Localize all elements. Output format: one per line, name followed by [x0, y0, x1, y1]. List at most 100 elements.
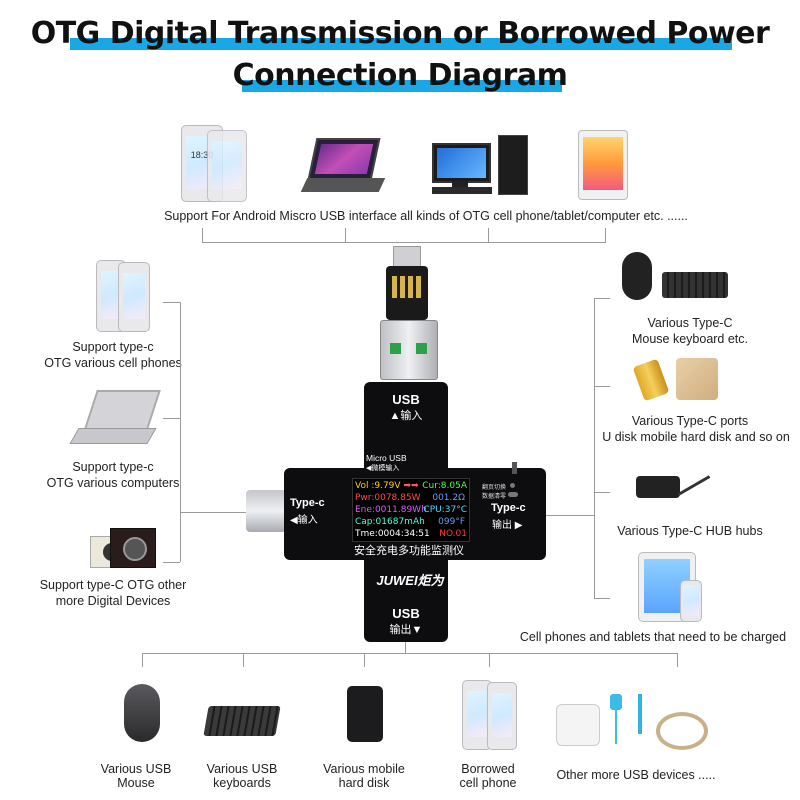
bottom-powerstrip-image — [556, 704, 600, 746]
right-connector-main — [545, 515, 594, 516]
micro-usb-sub: ◀微模输入 — [366, 465, 400, 472]
bottom-other-label: Other more USB devices ..... — [556, 768, 716, 782]
left-phones-label-2: OTG various cell phones — [44, 356, 182, 370]
title-highlight-2 — [242, 80, 562, 92]
right-keyboard-image — [662, 272, 728, 298]
lcd-no: NO.01 — [439, 529, 467, 539]
lcd-tme: Tme:0004:34:51 — [355, 529, 430, 539]
lcd-cap: Cap:01687mAh — [355, 517, 425, 527]
top-connector-v2 — [345, 228, 346, 242]
right-udisk-image — [632, 358, 670, 402]
lcd-vol: Vol :9.79V — [355, 481, 401, 491]
top-connector-v1 — [202, 228, 203, 242]
top-tablet-image — [578, 130, 628, 200]
bottom-disk-label-1: Various mobile — [323, 762, 405, 776]
title-line-2: Connection Diagram — [232, 58, 568, 93]
right-connector-v — [594, 298, 595, 598]
top-phone-time: 18:30 — [190, 150, 214, 160]
top-connector-h — [202, 242, 606, 243]
left-other-label-2: more Digital Devices — [55, 594, 171, 608]
meter-cn-caption: 安全充电多功能监测仪 — [354, 545, 464, 557]
left-connector-h3 — [163, 562, 180, 563]
left-camera-image — [90, 528, 156, 570]
left-computers-label-1: Support type-c — [72, 460, 154, 474]
top-connector-v3 — [488, 228, 489, 242]
right-phone-image — [680, 580, 702, 622]
left-phones-label-1: Support type-c — [72, 340, 154, 354]
typec-out-sub: 输出 ▶ — [492, 520, 523, 531]
top-connector-v4 — [605, 228, 606, 242]
right-udisk-label-2: U disk mobile hard disk and so on — [602, 430, 790, 444]
bottom-connector-v4 — [489, 653, 490, 667]
lcd-screen: Vol :9.79V ➡➡ Cur:8.05A Pwr:0078.85W 001… — [352, 478, 470, 542]
typec-in-label: Type-c — [290, 497, 325, 509]
bottom-connector-h — [142, 653, 678, 654]
lcd-cpu: CPU:37°C — [423, 505, 467, 515]
bottom-phone-label-1: Borrowed — [461, 762, 515, 776]
left-other-label-1: Support type-C OTG other — [39, 578, 187, 592]
bottom-disk-label-2: hard disk — [338, 776, 390, 790]
micro-usb-label: Micro USB — [366, 453, 407, 463]
left-phone-image-2 — [118, 262, 150, 332]
lcd-ohm: 001.2Ω — [432, 493, 465, 503]
right-connector-h4 — [594, 598, 610, 599]
bottom-keyboard-label-1: Various USB — [206, 762, 278, 776]
bottom-connector-v5 — [677, 653, 678, 667]
typec-out-label: Type-c — [491, 502, 526, 514]
bottom-phone-label-2: cell phone — [459, 776, 517, 790]
title-line-1: OTG Digital Transmission or Borrowed Pow… — [30, 16, 770, 51]
button-page-label: 翻页切换 — [482, 485, 507, 491]
bottom-connector-v2 — [243, 653, 244, 667]
usb-a-plug — [380, 320, 438, 380]
top-desktop-image — [432, 135, 532, 197]
side-switch[interactable] — [512, 462, 517, 474]
left-computers-label-2: OTG various computers — [46, 476, 180, 490]
typec-in-sub: ◀输入 — [290, 515, 318, 526]
top-caption: Support For Android Miscro USB interface… — [164, 209, 688, 223]
right-udisk-label-1: Various Type-C ports — [631, 414, 749, 428]
meter-brand: JUWEI炬为 — [376, 573, 444, 588]
bottom-mouse-label-1: Various USB — [100, 762, 172, 776]
top-phone-image-2 — [207, 130, 247, 202]
usb-in-label: USB — [392, 392, 420, 407]
top-laptop-image — [300, 138, 386, 196]
lcd-pwr: Pwr:0078.85W — [355, 493, 421, 503]
bottom-mouse-label-2: Mouse — [117, 776, 155, 790]
right-hub-label: Various Type-C HUB hubs — [617, 524, 763, 538]
left-connector-h1 — [163, 302, 180, 303]
typec-plug-left — [246, 490, 286, 532]
bottom-phone-image-2 — [487, 682, 517, 750]
button-reset[interactable] — [508, 492, 518, 497]
right-mouse-label-2: Mouse keyboard etc. — [631, 332, 749, 346]
button-page[interactable] — [510, 483, 515, 488]
usb-out-label: USB — [392, 606, 420, 621]
right-harddisk-image — [676, 358, 718, 400]
left-connector-v — [180, 302, 181, 562]
lcd-arrow: ➡➡ — [403, 481, 419, 491]
lcd-f: 099°F — [438, 517, 465, 527]
bottom-mouse-image — [124, 684, 160, 742]
usb-in-sub: ▲输入 — [389, 410, 423, 422]
bottom-connector-v-main — [405, 642, 406, 654]
right-connector-h3 — [594, 492, 610, 493]
bottom-keyboard-label-2: keyboards — [213, 776, 271, 790]
usb-out-sub: 输出▼ — [389, 624, 423, 636]
otg-adapter-body — [386, 266, 428, 320]
bottom-fan-image — [606, 694, 626, 744]
left-connector-h2 — [163, 418, 180, 419]
bottom-connector-v1 — [142, 653, 143, 667]
right-hub-image — [636, 466, 712, 500]
right-connector-h1 — [594, 298, 610, 299]
left-laptop-image — [69, 390, 161, 448]
button-reset-label: 数据清零 — [482, 494, 507, 500]
lcd-ene: Ene:0011.89Wh — [355, 505, 427, 515]
title-highlight-1 — [70, 38, 732, 50]
bottom-harddisk-image — [347, 686, 383, 742]
right-mouse-label-1: Various Type-C — [647, 316, 733, 330]
right-mouse-image — [622, 252, 652, 300]
left-connector-main — [180, 512, 246, 513]
bottom-cable-image — [656, 712, 708, 750]
bottom-lamp-image — [630, 694, 650, 744]
bottom-keyboard-image — [203, 706, 281, 736]
lcd-cur: Cur:8.05A — [422, 481, 467, 491]
